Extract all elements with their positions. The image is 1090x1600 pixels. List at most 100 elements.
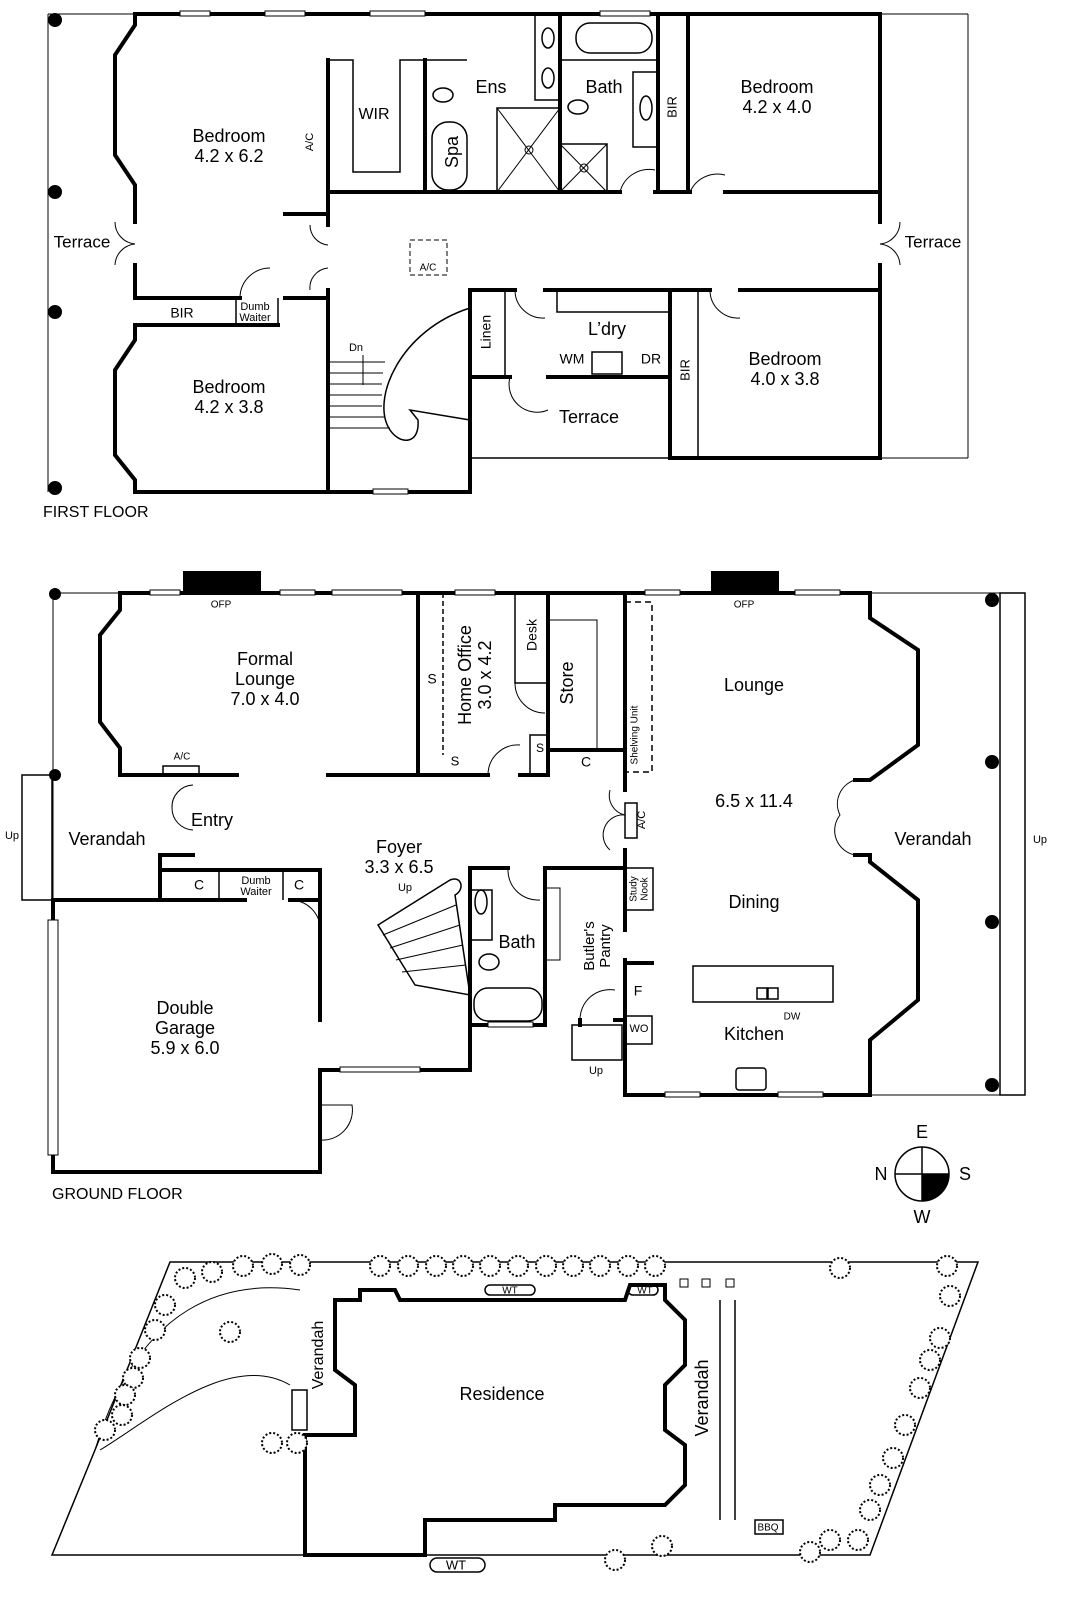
tree-icon xyxy=(929,1327,951,1349)
label-ground-floor-stairs-up: Up xyxy=(398,882,412,894)
label-ground-floor-s2: S xyxy=(536,741,544,755)
label-ground-floor-formal-lounge-size: 7.0 x 4.0 xyxy=(230,689,299,709)
label-first-floor-terrace-right: Terrace xyxy=(905,232,962,251)
label-first-floor-bir-left: BIR xyxy=(170,305,193,321)
label-compass-n: N xyxy=(875,1164,888,1184)
label-first-floor-bedroom3-name: Bedroom xyxy=(192,377,265,397)
label-ground-floor-ofp-left: OFP xyxy=(211,600,232,611)
tree-icon xyxy=(847,1529,869,1551)
label-ground-floor-study-nook-line2: Nook xyxy=(640,876,651,900)
tree-icon xyxy=(154,1294,176,1316)
tree-icon xyxy=(562,1255,584,1277)
label-ground-floor-c2: C xyxy=(194,877,204,893)
tree-icon xyxy=(651,1535,673,1557)
compass xyxy=(894,1146,950,1202)
tree-icon xyxy=(289,1254,311,1276)
label-ground-floor-verandah-left: Verandah xyxy=(68,829,145,849)
tree-icon xyxy=(894,1414,916,1436)
label-first-floor-bedroom4-size: 4.0 x 3.8 xyxy=(750,369,819,389)
tree-icon xyxy=(882,1447,904,1469)
label-site-plan-wt-top2: WT xyxy=(637,1286,653,1297)
label-first-floor-laundry: L’dry xyxy=(588,319,626,339)
tree-icon xyxy=(114,1384,136,1406)
label-ground-floor-home-office-size: 3.0 x 4.2 xyxy=(475,640,495,709)
label-ground-floor-garage-size: 5.9 x 6.0 xyxy=(150,1038,219,1058)
label-site-plan-verandah-east: Verandah xyxy=(692,1359,712,1436)
label-ground-floor-up-right: Up xyxy=(1033,834,1047,846)
label-ground-floor-wo: WO xyxy=(630,1023,649,1035)
label-first-floor-bedroom1-name: Bedroom xyxy=(192,126,265,146)
tree-icon xyxy=(261,1253,283,1275)
label-ground-floor-kitchen: Kitchen xyxy=(724,1024,784,1044)
label-first-floor-ens: Ens xyxy=(475,77,506,97)
label-first-floor-bir-top: BIR xyxy=(664,96,679,118)
tree-icon xyxy=(94,1419,116,1441)
site-plan xyxy=(50,1253,980,1573)
tree-icon xyxy=(219,1321,241,1343)
tree-icon xyxy=(397,1255,419,1277)
tree-icon xyxy=(919,1349,941,1371)
label-ground-floor-desk: Desk xyxy=(524,618,540,651)
label-site-plan-bbq: BBQ xyxy=(757,1523,778,1534)
tree-icon xyxy=(819,1529,841,1551)
label-first-floor-bedroom1-size: 4.2 x 6.2 xyxy=(194,146,263,166)
tree-icon xyxy=(261,1432,283,1454)
ground-floor-plan xyxy=(21,571,1026,1174)
label-ground-floor-home-office-name: Home Office xyxy=(455,625,475,725)
label-first-floor-terrace-mid: Terrace xyxy=(559,407,619,427)
tree-icon xyxy=(232,1255,254,1277)
label-ground-floor-garage-line1: Double xyxy=(156,998,213,1018)
label-ground-floor-c3: C xyxy=(294,877,304,893)
label-first-floor-bir-right: BIR xyxy=(677,359,692,381)
label-ground-floor-lounge: Lounge xyxy=(724,675,784,695)
tree-icon xyxy=(799,1541,821,1563)
label-compass-w: W xyxy=(914,1207,931,1227)
label-first-floor-terrace-left: Terrace xyxy=(54,232,111,251)
site-trees xyxy=(94,1253,961,1571)
label-ground-floor-up-rear: Up xyxy=(589,1065,603,1077)
label-ground-floor-s3: S xyxy=(451,753,460,768)
tree-icon xyxy=(535,1255,557,1277)
tree-icon xyxy=(425,1255,447,1277)
label-ground-floor-formal-lounge-line1: Formal xyxy=(237,649,293,669)
label-first-floor-wm: WM xyxy=(560,351,585,367)
tree-icon xyxy=(129,1347,151,1369)
label-ground-floor-ofp-right: OFP xyxy=(734,600,755,611)
label-ground-floor-lounge-dining-size: 6.5 x 11.4 xyxy=(715,791,793,811)
label-ground-floor-shelving: Shelving Unit xyxy=(630,705,641,764)
label-first-floor-wir: WIR xyxy=(358,106,389,123)
label-ground-floor-ac-left: A/C xyxy=(174,752,191,763)
label-ground-floor-dw: DW xyxy=(784,1012,801,1023)
tree-icon xyxy=(286,1432,308,1454)
label-first-floor-linen: Linen xyxy=(478,315,494,349)
label-ground-floor-garage-line2: Garage xyxy=(155,1018,215,1038)
label-ground-floor-formal-lounge-line2: Lounge xyxy=(235,669,295,689)
tree-icon xyxy=(589,1255,611,1277)
label-ground-floor-store: Store xyxy=(557,661,577,704)
label-ground-floor-foyer-size: 3.3 x 6.5 xyxy=(364,857,433,877)
ground-floor-title: GROUND FLOOR xyxy=(52,1186,183,1203)
label-site-plan-residence: Residence xyxy=(459,1384,544,1404)
label-first-floor-dumb-waiter-line2: Waiter xyxy=(239,312,271,324)
label-first-floor-bedroom2-size: 4.2 x 4.0 xyxy=(742,97,811,117)
label-first-floor-dumb-waiter-line1: Dumb xyxy=(240,301,269,313)
label-ground-floor-foyer-name: Foyer xyxy=(376,837,422,857)
tree-icon xyxy=(111,1404,133,1426)
label-first-floor-bath: Bath xyxy=(585,77,622,97)
first-floor-stairs xyxy=(328,307,471,441)
tree-icon xyxy=(604,1549,626,1571)
tree-icon xyxy=(869,1474,891,1496)
label-ground-floor-butlers-pantry-line2: Pantry xyxy=(597,924,614,968)
label-first-floor-spa: Spa xyxy=(442,135,462,168)
first-floor-title: FIRST FLOOR xyxy=(43,504,149,521)
label-ground-floor-verandah-right: Verandah xyxy=(894,829,971,849)
tree-icon xyxy=(909,1377,931,1399)
label-ground-floor-c1: C xyxy=(581,754,591,770)
label-ground-floor-butlers-pantry-line1: Butler's xyxy=(581,921,598,971)
tree-icon xyxy=(201,1261,223,1283)
tree-icon xyxy=(617,1255,639,1277)
tree-icon xyxy=(939,1285,961,1307)
label-ground-floor-entry: Entry xyxy=(191,810,233,830)
